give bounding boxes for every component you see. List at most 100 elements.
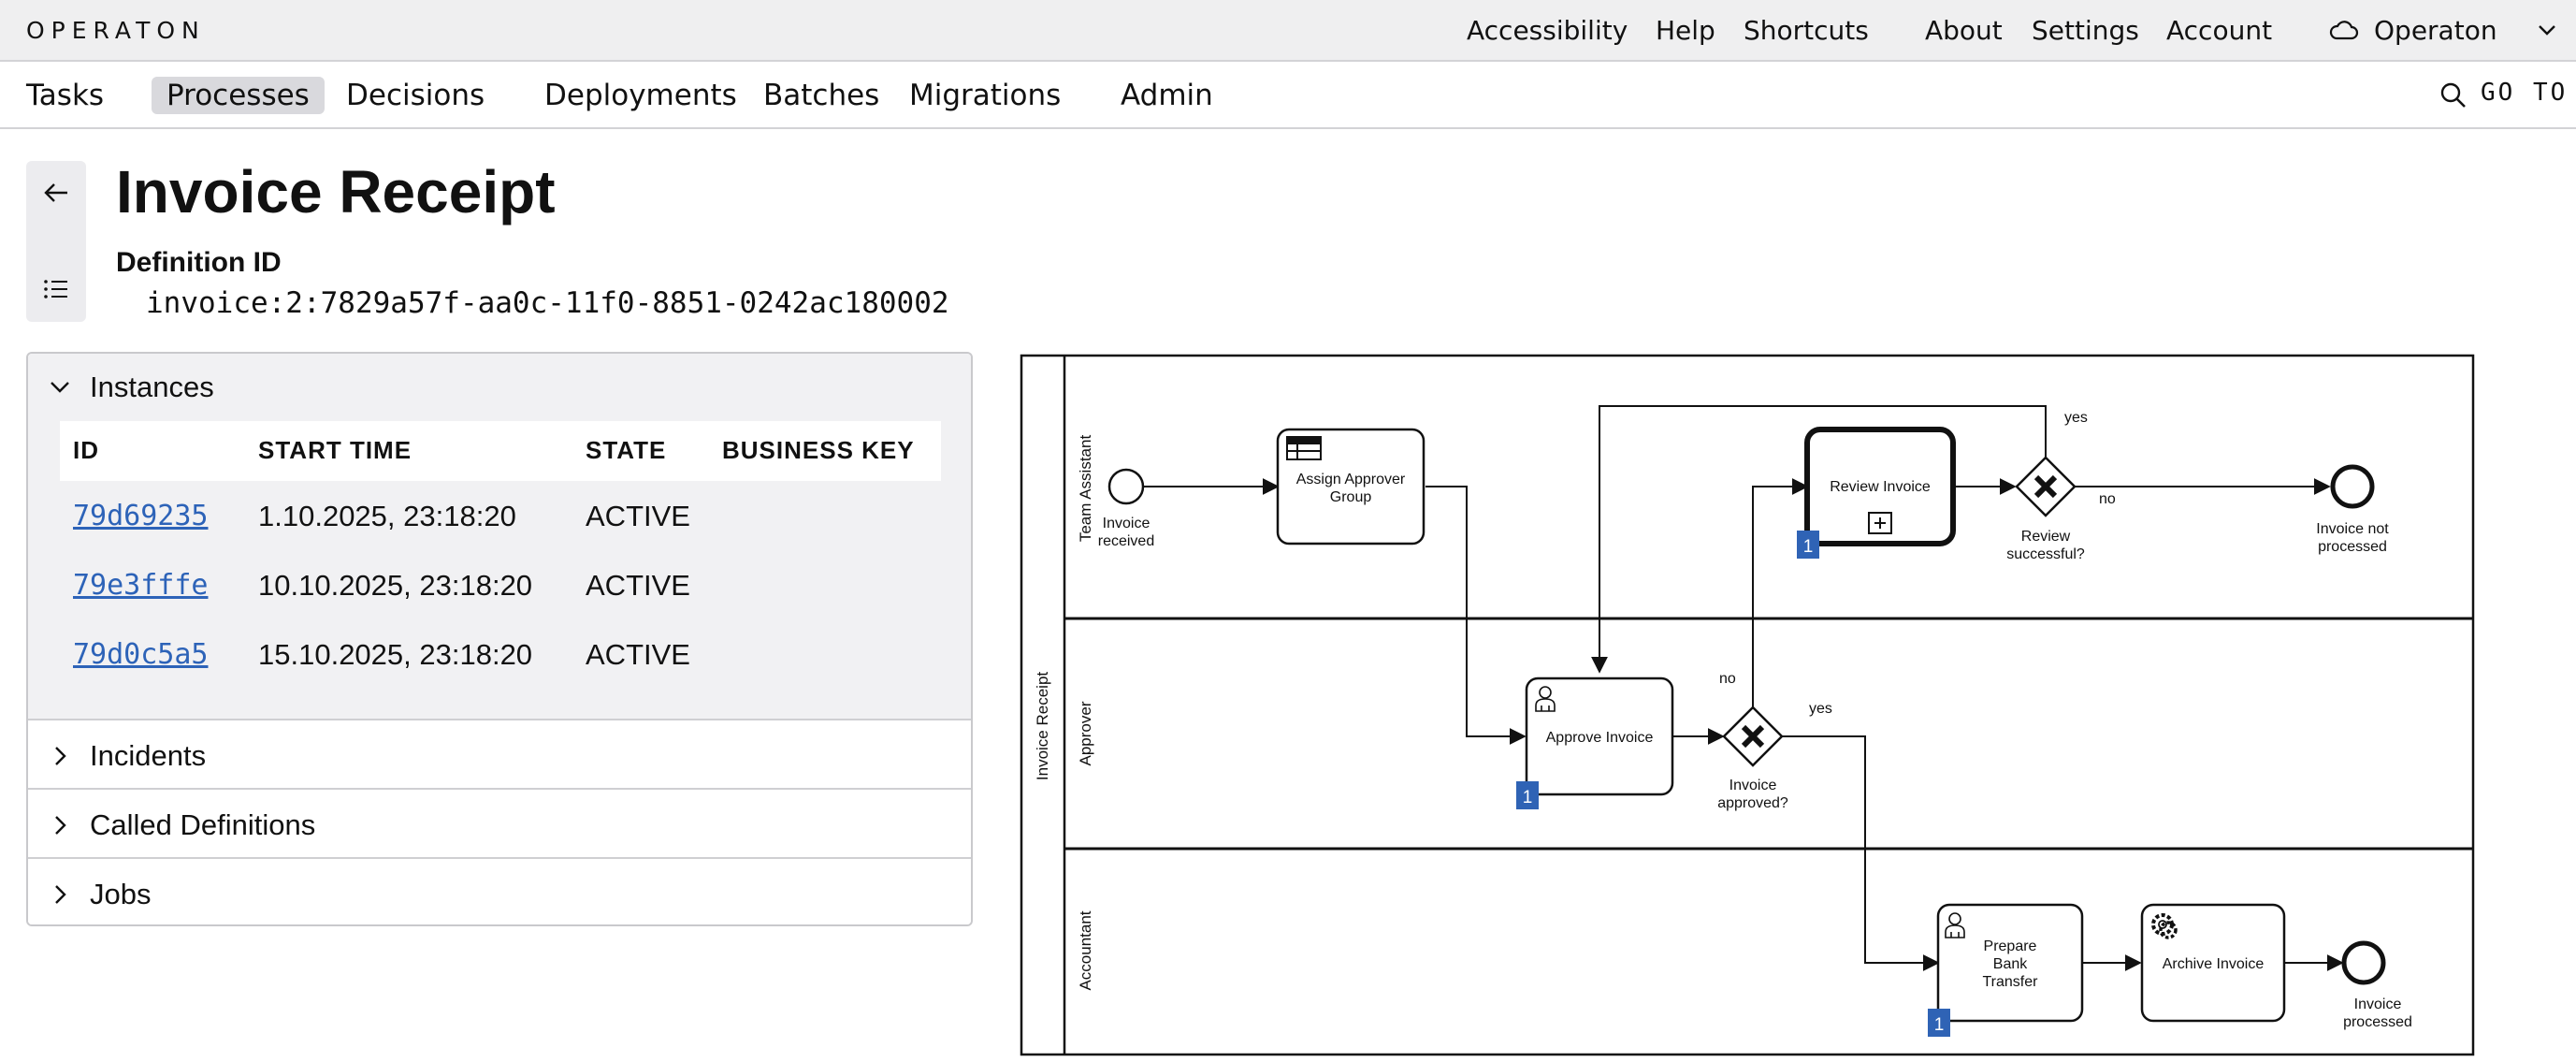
instance-id-link[interactable]: 79d69235 [73, 500, 209, 532]
shortcuts-link[interactable]: Shortcuts [1744, 15, 1869, 46]
processed-label-line: processed [2343, 1014, 2412, 1030]
instance-id-link[interactable]: 79e3fffe [73, 569, 209, 602]
expand-marker-icon [1868, 512, 1892, 534]
lane-label-accountant: Accountant [1077, 910, 1094, 990]
not-processed-label-line: Invoice not [2316, 521, 2389, 537]
lane-label-approver: Approver [1077, 701, 1094, 765]
settings-link[interactable]: Settings [2032, 15, 2139, 46]
nav-processes[interactable]: Processes [152, 77, 325, 114]
prepare-task-label-line: Bank [1993, 956, 2028, 972]
approve-invoice-task[interactable] [1525, 676, 1674, 796]
approve-gateway-label-line: Invoice [1729, 778, 1777, 793]
top-bar: OPERATON Accessibility Help Shortcuts Ab… [0, 0, 2576, 62]
instance-state: ACTIVE [586, 569, 690, 602]
flow-label-no: no [2099, 491, 2116, 507]
side-toolbar [26, 161, 86, 322]
flow-label-yes: yes [2064, 410, 2088, 426]
assign-task-label-line: Group [1330, 489, 1372, 505]
nav-tasks[interactable]: Tasks [26, 79, 105, 112]
approve-task-label: Approve Invoice [1546, 730, 1654, 746]
nav-migrations[interactable]: Migrations [909, 79, 1062, 112]
prepare-task-label-line: Prepare [1984, 938, 2037, 954]
instance-state: ACTIVE [586, 500, 690, 532]
review-task-label: Review Invoice [1830, 479, 1931, 495]
end-event-processed[interactable] [2341, 940, 2386, 985]
chevron-down-icon [51, 382, 69, 393]
chevron-right-icon [55, 747, 66, 765]
jobs-section[interactable]: Jobs [28, 861, 971, 924]
start-event[interactable] [1107, 468, 1145, 505]
flow-assign-to-approve [1425, 486, 1527, 745]
col-business-key[interactable]: BUSINESS KEY [722, 436, 915, 464]
prepare-bank-transfer-task[interactable] [1936, 903, 2084, 1023]
instance-start-time: 15.10.2025, 23:18:20 [258, 638, 533, 671]
nav-admin[interactable]: Admin [1121, 79, 1213, 112]
brand-logo[interactable]: OPERATON [26, 17, 206, 44]
review-token-badge[interactable] [1797, 531, 1819, 559]
called-definitions-section[interactable]: Called Definitions [28, 792, 971, 859]
definition-id-label: Definition ID [116, 247, 282, 278]
end-event-not-processed[interactable] [2330, 464, 2375, 509]
help-link[interactable]: Help [1656, 15, 1715, 46]
prepare-token-count: 1 [1934, 1015, 1945, 1035]
flow-review-yes-to-approve [1591, 405, 2047, 674]
approve-token-count: 1 [1523, 788, 1533, 807]
list-icon[interactable] [43, 277, 69, 301]
approve-token-badge[interactable] [1516, 781, 1539, 809]
start-event-label-line: received [1098, 533, 1154, 549]
prepare-task-label-line: Transfer [1983, 974, 2039, 990]
arrow-left-icon[interactable] [41, 178, 71, 208]
col-state[interactable]: STATE [586, 436, 667, 464]
review-invoice-task[interactable] [1804, 427, 1956, 546]
archive-invoice-task[interactable] [2140, 903, 2286, 1023]
user-task-icon [1535, 686, 1556, 712]
table-row: 79d0c5a5 15.10.2025, 23:18:20 ACTIVE [60, 621, 941, 691]
processed-label-line: Invoice [2354, 997, 2402, 1012]
search-icon[interactable] [2439, 81, 2467, 109]
instances-title: Instances [90, 371, 214, 403]
instance-id-link[interactable]: 79d0c5a5 [73, 638, 209, 671]
chevron-down-icon[interactable] [2537, 22, 2557, 38]
review-token-count: 1 [1803, 537, 1814, 557]
instance-state: ACTIVE [586, 638, 690, 671]
approve-gateway-label-line: approved? [1717, 795, 1788, 811]
review-gateway-label-line: Review [2021, 529, 2071, 545]
about-link[interactable]: About [1925, 15, 2003, 46]
col-id[interactable]: ID [73, 436, 99, 464]
incidents-section[interactable]: Incidents [28, 722, 971, 790]
instances-section: Instances ID START TIME STATE BUSINESS K… [28, 354, 971, 720]
user-menu[interactable]: Operaton [2374, 15, 2497, 46]
account-link[interactable]: Account [2166, 15, 2273, 46]
flow-label-no: no [1719, 671, 1736, 687]
start-event-label-line: Invoice [1103, 516, 1151, 531]
instance-start-time: 1.10.2025, 23:18:20 [258, 500, 516, 532]
instances-header[interactable]: Instances [28, 354, 971, 421]
bpmn-diagram[interactable]: Invoice Receipt Team Assistant Approver … [1020, 354, 2475, 1057]
prepare-token-badge[interactable] [1928, 1009, 1950, 1037]
goto-button[interactable]: GO TO [2481, 79, 2569, 107]
details-accordion: Instances ID START TIME STATE BUSINESS K… [26, 352, 973, 926]
nav-decisions[interactable]: Decisions [346, 79, 485, 112]
jobs-title: Jobs [90, 878, 152, 910]
accessibility-link[interactable]: Accessibility [1467, 15, 1628, 46]
nav-batches[interactable]: Batches [763, 79, 880, 112]
flow-gateway-no-to-review [1752, 478, 1809, 707]
nav-deployments[interactable]: Deployments [544, 79, 737, 112]
main-nav: Tasks Processes Decisions Deployments Ba… [0, 64, 2576, 129]
instances-table-header: ID START TIME STATE BUSINESS KEY [60, 421, 941, 481]
assign-task-label-line: Assign Approver [1296, 472, 1406, 487]
chevron-right-icon [55, 885, 66, 904]
lane-label-team-assistant: Team Assistant [1077, 435, 1094, 543]
gear-icon [2151, 913, 2178, 939]
invoice-approved-gateway[interactable] [1722, 706, 1784, 767]
archive-task-label: Archive Invoice [2163, 956, 2265, 972]
definition-id-value: invoice:2:7829a57f-aa0c-11f0-8851-0242ac… [146, 286, 949, 320]
user-task-icon [1945, 912, 1965, 938]
page-title: Invoice Receipt [116, 158, 556, 225]
business-rule-icon [1286, 436, 1322, 460]
cloud-icon [2329, 21, 2359, 40]
review-successful-gateway[interactable] [2015, 456, 2077, 517]
col-start-time[interactable]: START TIME [258, 436, 412, 464]
not-processed-label-line: processed [2318, 539, 2387, 555]
flow-gateway-yes-to-prepare [1782, 735, 1940, 971]
